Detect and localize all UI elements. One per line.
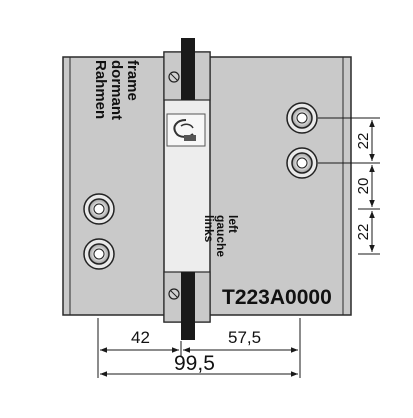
dim-label-right-22-top: 22 — [355, 133, 372, 150]
dim-label-99-5: 99,5 — [174, 352, 215, 375]
top-rivet-slot — [170, 73, 178, 81]
sash-hole-upper — [286, 102, 318, 134]
frame-label-line-3: frame — [124, 60, 141, 101]
bottom-rivet-slot — [170, 290, 178, 298]
hinge-brand-logo-icon — [166, 113, 206, 147]
frame-label-line-2: dormant — [108, 60, 125, 120]
side-label: links gauche left — [202, 215, 240, 260]
dim-label-42: 42 — [131, 328, 150, 347]
dim-label-right-20: 20 — [355, 178, 372, 195]
sash-leaf-plate — [195, 56, 352, 316]
dim-label-right-22-bottom: 22 — [355, 224, 372, 241]
frame-label-line-1: Rahmen — [92, 60, 109, 119]
side-label-line-3: left — [226, 215, 240, 233]
hinge-pin-top — [181, 38, 195, 100]
countersunk-screw-hole-icon — [83, 102, 318, 270]
sash-leaf — [195, 56, 352, 316]
sash-hole-lower — [286, 147, 318, 179]
side-label-line-2: gauche — [214, 215, 228, 257]
part-number: T223A0000 — [222, 286, 332, 309]
right-extension-lines — [318, 117, 380, 255]
bottom-extension-lines — [97, 318, 301, 378]
dim-label-57-5: 57,5 — [228, 328, 261, 347]
frame-label: Rahmen dormant frame — [92, 60, 141, 124]
frame-hole-upper — [83, 193, 115, 225]
hinge-knuckle — [163, 38, 211, 340]
side-label-line-1: links — [202, 215, 216, 243]
hinge-pin-bottom — [181, 272, 195, 340]
frame-hole-lower — [83, 238, 115, 270]
